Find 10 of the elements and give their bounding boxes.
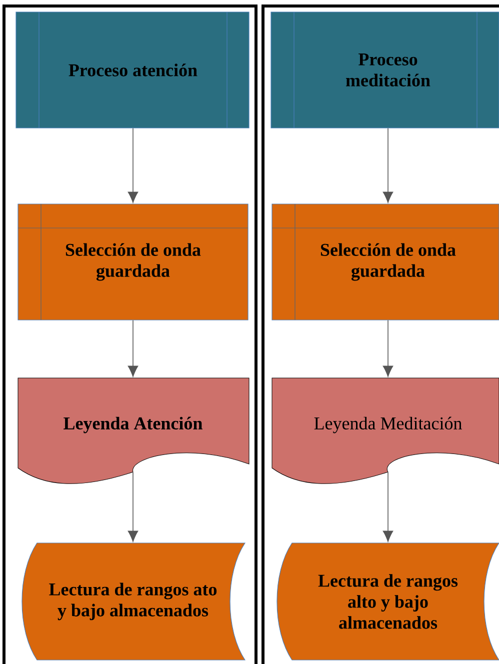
arrow	[128, 320, 138, 377]
process-box: Proceso meditación	[270, 12, 499, 128]
arrow	[128, 472, 138, 542]
storage-box: Selección de onda guardada	[18, 204, 248, 320]
arrow	[128, 128, 138, 203]
arrow	[382, 472, 394, 542]
arrow	[382, 320, 394, 377]
process-box: Proceso atención	[16, 12, 250, 128]
arrow	[382, 128, 394, 203]
storage-box: Selección de onda guardada	[272, 204, 499, 320]
